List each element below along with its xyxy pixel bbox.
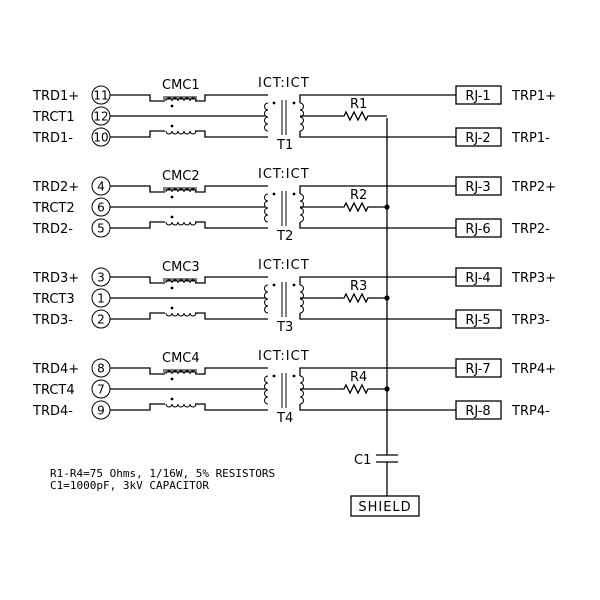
input-minus-line: [110, 221, 268, 229]
shield-terminal: SHIELD: [350, 495, 420, 517]
input-label: TRD2-: [32, 222, 73, 237]
input-label: TRCT2: [32, 201, 75, 216]
resistor-3: [300, 292, 387, 304]
pin-number: 8: [97, 362, 105, 376]
cmc-label: CMC3: [162, 260, 200, 275]
rj-label: RJ-5: [465, 313, 490, 328]
output-label: TRP1-: [511, 131, 550, 146]
rj-terminal: [455, 400, 502, 420]
rj-label: RJ-3: [465, 180, 490, 195]
output-label: TRP4-: [511, 404, 550, 419]
pin-number: 5: [97, 222, 105, 236]
input-plus-line: [110, 185, 268, 193]
input-plus-line: [110, 94, 268, 102]
resistor-4: [300, 383, 387, 395]
ict-label: ICT:ICT: [258, 258, 310, 273]
rj-label: RJ-4: [465, 271, 490, 286]
output-label: TRP4+: [511, 362, 556, 377]
ict-label: ICT:ICT: [258, 76, 310, 91]
output-label: TRP3+: [511, 271, 556, 286]
rj-label: RJ-1: [465, 89, 490, 104]
rj-label: RJ-8: [465, 404, 490, 419]
pin-number: 10: [93, 131, 108, 145]
rj-terminal: [455, 309, 502, 329]
rj-terminal: [455, 176, 502, 196]
resistor-2: [300, 201, 387, 213]
rj-label: RJ-2: [465, 131, 490, 146]
ict-label: ICT:ICT: [258, 349, 310, 364]
input-label: TRD2+: [32, 180, 79, 195]
pin-number: 11: [93, 89, 108, 103]
capacitor-label: C1: [354, 453, 371, 468]
rj-terminal: [455, 85, 502, 105]
input-label: TRD1-: [32, 131, 73, 146]
resistor-label: R1: [350, 97, 367, 112]
transformer-label: T2: [276, 229, 293, 244]
output-minus-line: [299, 222, 456, 229]
output-minus-line: [299, 313, 456, 320]
transformer-label: T1: [276, 138, 293, 153]
pin-number: 6: [97, 201, 105, 215]
input-minus-line: [110, 403, 268, 411]
input-minus-line: [110, 130, 268, 138]
input-label: TRCT1: [32, 110, 75, 125]
input-label: TRD4+: [32, 362, 79, 377]
cmc-label: CMC1: [162, 78, 200, 93]
pin-number: 9: [97, 404, 105, 418]
output-label: TRP3-: [511, 313, 550, 328]
cmc-label: CMC4: [162, 351, 200, 366]
rj-terminal: [455, 127, 502, 147]
output-plus-line: [299, 367, 456, 376]
rj-label: RJ-7: [465, 362, 490, 377]
note-capacitor: C1=1000pF, 3kV CAPACITOR: [50, 479, 209, 492]
cmc-label: CMC2: [162, 169, 200, 184]
shield-label: SHIELD: [358, 500, 411, 515]
output-label: TRP2+: [511, 180, 556, 195]
input-label: TRCT4: [32, 383, 75, 398]
resistor-1: [300, 110, 387, 122]
output-label: TRP1+: [511, 89, 556, 104]
input-plus-line: [110, 367, 268, 375]
rj-terminal: [455, 358, 502, 378]
pin-number: 4: [97, 180, 105, 194]
resistor-label: R3: [350, 279, 367, 294]
resistor-label: R4: [350, 370, 367, 385]
output-plus-line: [299, 276, 456, 285]
ict-label: ICT:ICT: [258, 167, 310, 182]
note-resistors: R1-R4=75 Ohms, 1/16W, 5% RESISTORS: [50, 467, 275, 480]
pin-number: 3: [97, 271, 105, 285]
input-plus-line: [110, 276, 268, 284]
pin-number: 7: [97, 383, 105, 397]
input-label: TRD3-: [32, 313, 73, 328]
rj-terminal: [455, 267, 502, 287]
transformer-label: T4: [276, 411, 293, 426]
output-label: TRP2-: [511, 222, 550, 237]
input-label: TRD1+: [32, 89, 79, 104]
input-label: TRD4-: [32, 404, 73, 419]
input-label: TRD3+: [32, 271, 79, 286]
input-minus-line: [110, 312, 268, 320]
pin-number: 2: [97, 313, 105, 327]
output-minus-line: [299, 404, 456, 411]
resistor-label: R2: [350, 188, 367, 203]
output-minus-line: [299, 131, 456, 138]
rj-label: RJ-6: [465, 222, 490, 237]
pin-number: 12: [93, 110, 108, 124]
rj-terminal: [455, 218, 502, 238]
transformer-label: T3: [276, 320, 293, 335]
input-label: TRCT3: [32, 292, 75, 307]
pin-number: 1: [97, 292, 105, 306]
capacitor-c1: C1: [354, 453, 398, 496]
output-plus-line: [299, 94, 456, 103]
output-plus-line: [299, 185, 456, 194]
